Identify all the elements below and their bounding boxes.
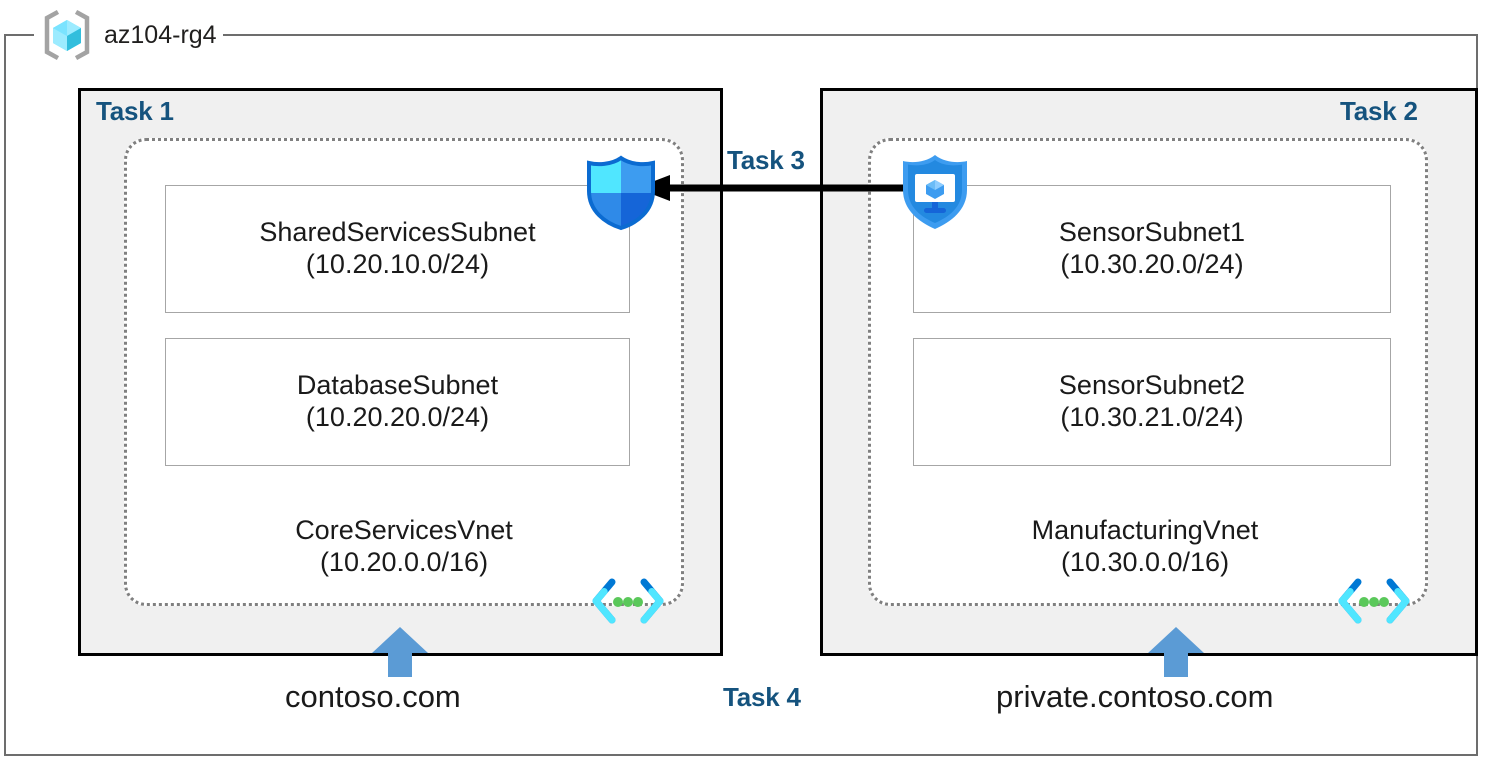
- azure-resource-group-cube-icon: [40, 9, 94, 61]
- azure-firewall-shield-icon: [583, 155, 659, 231]
- subnet-databasesubnet: DatabaseSubnet (10.20.20.0/24): [165, 338, 630, 466]
- subnet-sharedservicessubnet: SharedServicesSubnet (10.20.10.0/24): [165, 185, 630, 313]
- dns-zone-contoso-label: contoso.com: [285, 679, 461, 714]
- dns-link-up-arrow-icon: [372, 627, 428, 677]
- virtual-network-icon: [592, 578, 664, 624]
- subnet-name: SharedServicesSubnet: [259, 217, 536, 248]
- resource-group-header: az104-rg4: [34, 9, 223, 61]
- task3-label: Task 3: [724, 145, 808, 176]
- subnet-cidr: (10.20.10.0/24): [305, 249, 490, 279]
- azure-bastion-shield-monitor-icon: [897, 152, 973, 232]
- subnet-name: DatabaseSubnet: [296, 370, 499, 401]
- vnet-cidr: (10.30.0.0/16): [1060, 546, 1230, 577]
- task2-label: Task 2: [1340, 96, 1418, 126]
- peering-arrow-left-icon: [636, 172, 916, 204]
- vnet-name: ManufacturingVnet: [1031, 515, 1259, 545]
- subnet-name: SensorSubnet1: [1058, 217, 1246, 248]
- subnet-cidr: (10.30.21.0/24): [1060, 402, 1244, 432]
- coreservicesvnet-label: CoreServicesVnet (10.20.0.0/16): [204, 515, 604, 579]
- subnet-cidr: (10.20.20.0/24): [305, 402, 490, 432]
- subnet-sensorsubnet2: SensorSubnet2 (10.30.21.0/24): [913, 338, 1391, 466]
- subnet-name: SensorSubnet2: [1058, 370, 1246, 401]
- vnet-cidr: (10.20.0.0/16): [319, 546, 489, 577]
- manufacturingvnet-label: ManufacturingVnet (10.30.0.0/16): [945, 515, 1345, 579]
- task4-label: Task 4: [723, 682, 801, 712]
- dns-link-up-arrow-icon: [1148, 627, 1204, 677]
- resource-group-name: az104-rg4: [104, 20, 217, 49]
- subnet-cidr: (10.30.20.0/24): [1060, 249, 1244, 279]
- vnet-name: CoreServicesVnet: [295, 515, 513, 545]
- task1-label: Task 1: [96, 96, 174, 126]
- virtual-network-icon: [1338, 578, 1410, 624]
- dns-zone-private-contoso-label: private.contoso.com: [996, 679, 1274, 714]
- subnet-sensorsubnet1: SensorSubnet1 (10.30.20.0/24): [913, 185, 1391, 313]
